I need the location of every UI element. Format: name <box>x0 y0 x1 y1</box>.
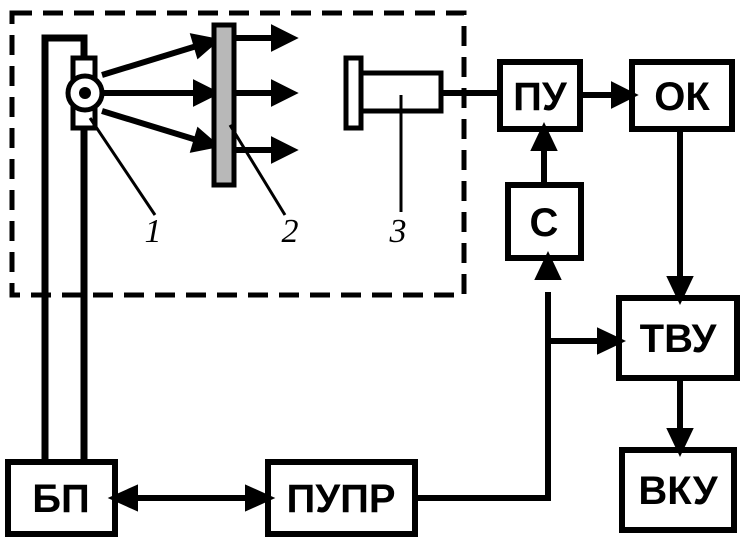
block-tvu: ТВУ <box>616 295 740 381</box>
connectors <box>107 81 694 512</box>
label-component-3: 3 <box>389 213 407 250</box>
block-vku: ВКУ <box>619 447 737 533</box>
filter-plate <box>211 22 237 188</box>
block-bp: БП <box>5 459 118 537</box>
label-component-2: 2 <box>282 213 299 250</box>
transmitted-rays <box>234 24 299 164</box>
block-s-label: С <box>530 201 559 245</box>
block-pupr: ПУПР <box>265 459 418 537</box>
power-rails <box>41 34 88 462</box>
block-pupr-label: ПУПР <box>286 477 395 521</box>
label-component-1: 1 <box>145 213 162 250</box>
block-pu-label: ПУ <box>513 75 568 119</box>
leader-lines <box>88 95 403 216</box>
block-vku-label: ВКУ <box>638 469 718 513</box>
light-source <box>65 55 105 131</box>
block-ok: ОК <box>629 59 735 132</box>
block-ok-label: ОК <box>654 75 710 119</box>
block-tvu-label: ТВУ <box>640 317 718 361</box>
light-rays <box>101 33 221 153</box>
block-s: С <box>505 182 584 261</box>
block-bp-label: БП <box>32 477 90 521</box>
optical-unit-enclosure <box>9 10 467 298</box>
block-pu: ПУ <box>497 59 583 132</box>
photodetector <box>343 55 444 131</box>
